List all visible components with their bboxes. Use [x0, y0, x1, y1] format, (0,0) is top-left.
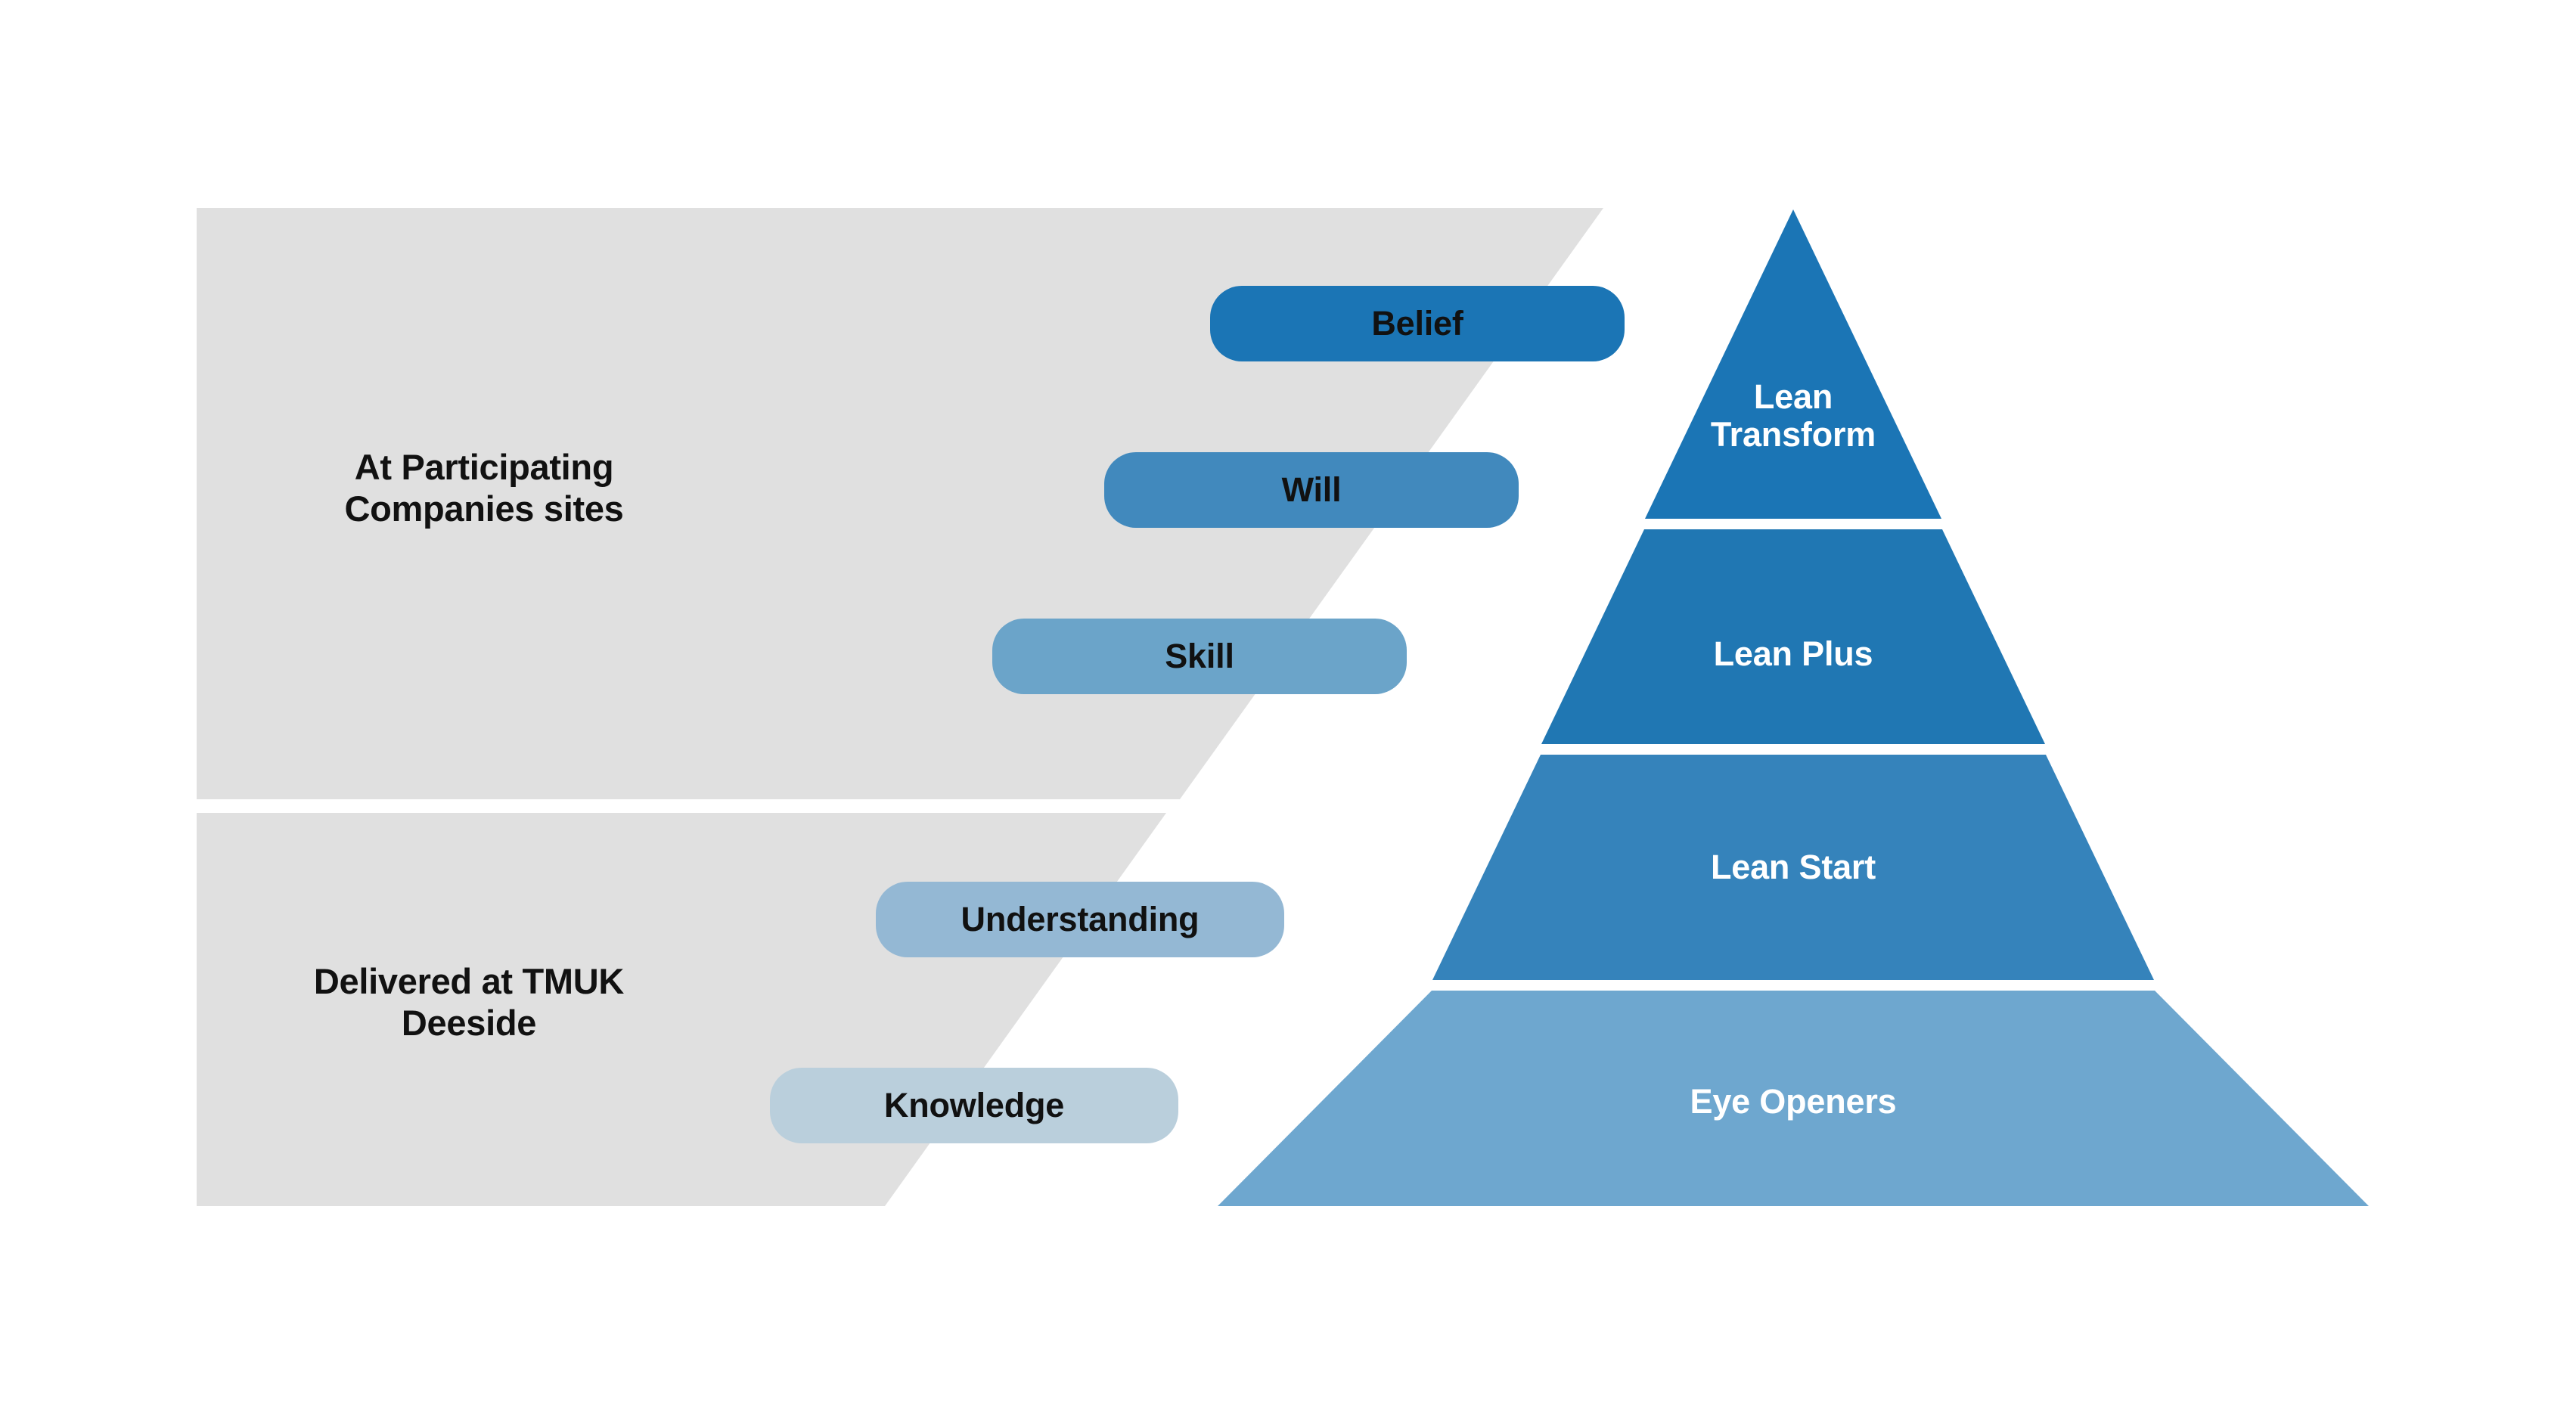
panel-bottom-label-line2: Deeside: [401, 1003, 537, 1044]
pill-skill[interactable]: Skill: [992, 619, 1407, 694]
pyramid-tier-eye-openers[interactable]: [1218, 991, 2369, 1206]
pyramid-tier-lean-transform[interactable]: [1645, 209, 1941, 519]
pill-understanding[interactable]: Understanding: [876, 882, 1284, 957]
pill-will[interactable]: Will: [1104, 452, 1519, 528]
pyramid-tier-lean-plus[interactable]: [1541, 529, 2045, 744]
panel-top-label-line1: At Participating: [354, 447, 614, 487]
pill-belief[interactable]: Belief: [1210, 286, 1625, 361]
panel-top-label-line2: Companies sites: [344, 488, 624, 529]
panel-top-label: At Participating Companies sites: [250, 446, 718, 530]
pill-knowledge[interactable]: Knowledge: [770, 1068, 1178, 1143]
panel-bottom-label: Delivered at TMUK Deeside: [219, 960, 718, 1044]
panel-bottom-label-line1: Delivered at TMUK: [313, 961, 625, 1001]
pyramid-tier-lean-start[interactable]: [1432, 755, 2154, 980]
